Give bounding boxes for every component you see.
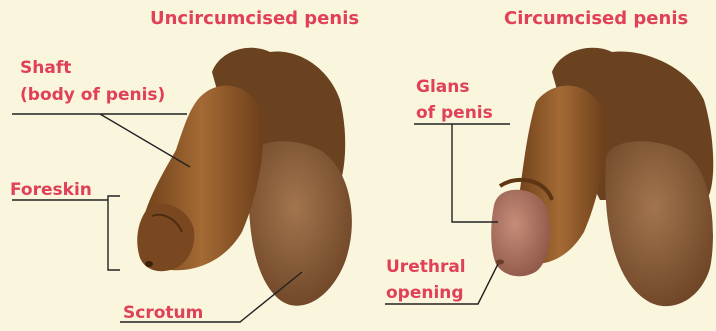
urethral-opening-mark [496,260,504,265]
scrotum-left [249,141,352,305]
title-circumcised: Circumcised penis [504,8,688,29]
shaft-leader [12,114,190,167]
foreskin-opening [145,261,153,267]
uncircumcised-figure [137,48,352,306]
label-shaft: Shaft [20,58,71,79]
label-urethral-sub: opening [386,283,464,304]
scrotum-right [605,141,713,306]
title-uncircumcised: Uncircumcised penis [150,8,359,29]
label-scrotum: Scrotum [123,303,203,324]
circumcised-figure [491,48,713,306]
label-urethral: Urethral [386,257,466,278]
label-foreskin: Foreskin [10,180,92,201]
label-shaft-sub: (body of penis) [20,85,165,106]
label-glans: Glans [416,77,469,98]
label-glans-sub: of penis [416,103,493,124]
foreskin-bracket [12,196,120,270]
